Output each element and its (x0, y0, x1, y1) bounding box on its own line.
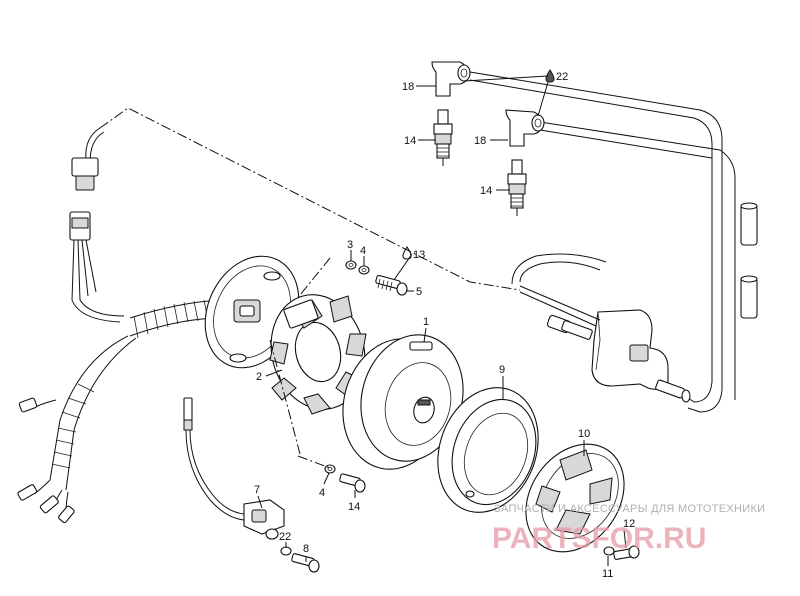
loctite-drop-icon (402, 246, 412, 260)
watermark-tagline: ЗАПЧАСТИ И АКСЕССУАРЫ ДЛЯ МОТОТЕХНИКИ (494, 503, 765, 515)
spark-plug-upper (433, 109, 453, 166)
callout-11: 11 (602, 568, 613, 580)
callout-7: 7 (254, 484, 260, 496)
callout-14-bottom: 14 (348, 501, 360, 513)
flywheel-cover-ring (437, 387, 539, 513)
callout-18-lower: 18 (474, 135, 486, 147)
callout-14-upper: 14 (404, 135, 416, 147)
hardware (269, 257, 640, 560)
callout-12: 12 (623, 518, 635, 530)
spark-plug-cap-lower (505, 109, 545, 147)
callout-5: 5 (416, 286, 422, 298)
callout-leaders (257, 75, 627, 566)
callout-13: 13 (413, 249, 425, 261)
callout-10: 10 (578, 428, 590, 440)
grease-drop-icon (545, 69, 555, 83)
watermark: ЗАПЧАСТИ И АКСЕССУАРЫ ДЛЯ МОТОТЕХНИКИ PA… (492, 503, 765, 555)
watermark-brand: PARTSFOR.RU (492, 522, 706, 555)
callout-22-upper: 22 (556, 71, 568, 83)
callout-4-upper: 4 (360, 245, 366, 257)
callout-3: 3 (347, 239, 353, 251)
ignition-cover (525, 443, 625, 553)
ht-leads (469, 71, 736, 413)
spark-plug-lower (507, 159, 527, 216)
cable-sleeves (740, 202, 758, 319)
callout-9: 9 (499, 364, 505, 376)
callout-22-lower: 22 (279, 531, 291, 543)
callout-8: 8 (303, 543, 309, 555)
callout-14-lower: 14 (480, 185, 492, 197)
wiring-harness (17, 107, 521, 524)
stator-coil (269, 294, 367, 415)
callout-labels: 18 22 14 18 14 3 4 13 5 1 2 9 10 7 4 14 … (254, 71, 635, 580)
ignition-coil (519, 285, 691, 403)
pickup-sensor (183, 397, 320, 573)
flywheel-rotor (342, 334, 464, 470)
callout-1: 1 (423, 316, 429, 328)
callout-2: 2 (256, 371, 262, 383)
callout-4-lower: 4 (319, 487, 325, 499)
spark-plug-cap-upper (431, 61, 471, 97)
callout-18-upper: 18 (402, 81, 414, 93)
